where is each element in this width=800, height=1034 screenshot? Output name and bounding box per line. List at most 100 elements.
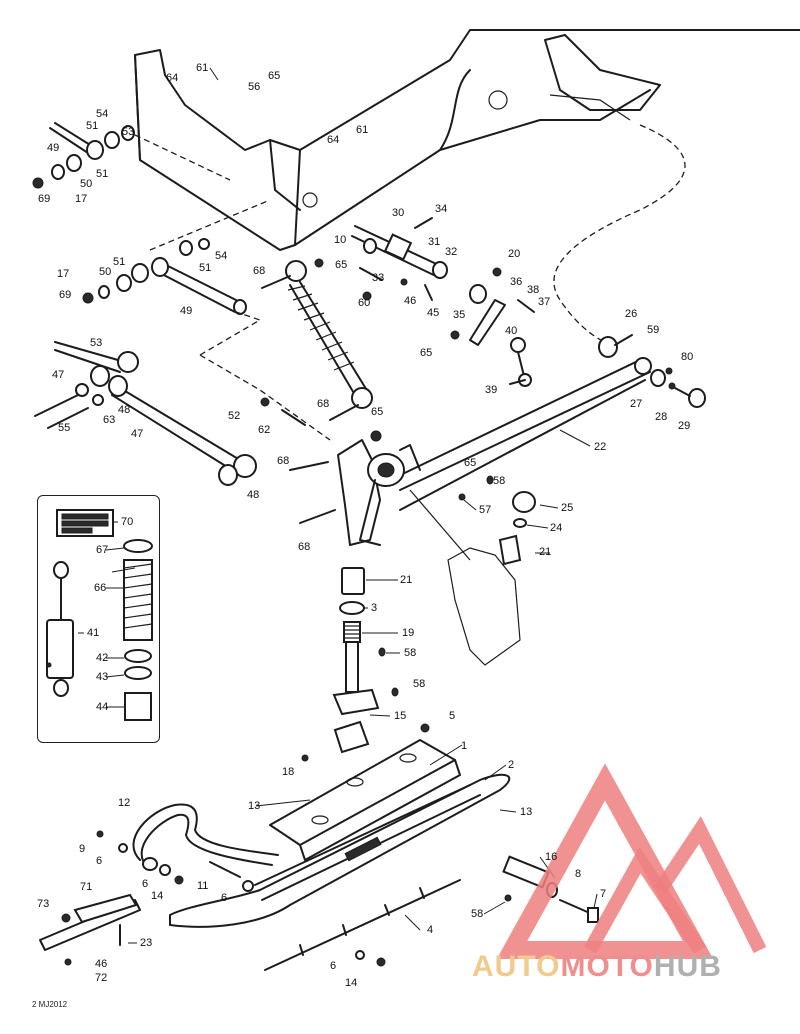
callout-58: 58 xyxy=(413,678,426,690)
callout-61: 61 xyxy=(356,124,369,136)
callout-52: 52 xyxy=(228,410,241,422)
shock-absorber xyxy=(260,258,382,442)
chassis-frame xyxy=(134,29,800,346)
callout-58: 58 xyxy=(471,908,484,920)
callout-68: 68 xyxy=(277,455,290,467)
callout-17: 17 xyxy=(57,268,70,280)
callout-21: 21 xyxy=(539,546,552,558)
callout-leader-lines xyxy=(78,67,598,944)
callout-71: 71 xyxy=(80,881,93,893)
callout-14: 14 xyxy=(151,890,164,902)
callout-36: 36 xyxy=(510,276,523,288)
callout-8: 8 xyxy=(575,868,582,880)
callout-3: 3 xyxy=(371,602,378,614)
callout-2: 2 xyxy=(508,759,515,771)
callout-24: 24 xyxy=(550,522,563,534)
shock-kit-inset-drawing xyxy=(46,509,153,721)
callout-15: 15 xyxy=(394,710,407,722)
callout-32: 32 xyxy=(445,246,458,258)
callout-49: 49 xyxy=(47,142,60,154)
ski-leg xyxy=(269,723,461,861)
callout-27: 27 xyxy=(630,398,643,410)
callout-54: 54 xyxy=(96,108,109,120)
callout-65: 65 xyxy=(335,259,348,271)
callout-14: 14 xyxy=(345,977,358,989)
drawing-reference-code: 2 MJ2012 xyxy=(32,1000,68,1009)
callout-80: 80 xyxy=(681,351,694,363)
callout-62: 62 xyxy=(258,424,271,436)
callout-57: 57 xyxy=(479,504,492,516)
callout-49: 49 xyxy=(180,305,193,317)
callout-51: 51 xyxy=(113,256,126,268)
callout-51: 51 xyxy=(199,262,212,274)
callout-29: 29 xyxy=(678,420,691,432)
callout-17: 17 xyxy=(75,193,88,205)
callout-9: 9 xyxy=(79,843,86,855)
callout-6: 6 xyxy=(142,878,149,890)
spindle xyxy=(332,567,399,754)
callout-73: 73 xyxy=(37,898,50,910)
callout-16: 16 xyxy=(545,851,558,863)
callout-20: 20 xyxy=(508,248,521,260)
callout-68: 68 xyxy=(253,265,266,277)
callout-6: 6 xyxy=(96,855,103,867)
callout-34: 34 xyxy=(435,203,448,215)
callout-38: 38 xyxy=(527,284,540,296)
callout-33: 33 xyxy=(372,272,385,284)
callout-40: 40 xyxy=(505,325,518,337)
callout-47: 47 xyxy=(131,428,144,440)
automotohub-watermark-text: AUTOMOTOHUB xyxy=(472,950,722,984)
callout-1: 1 xyxy=(461,740,468,752)
sway-bar-link-assembly xyxy=(351,217,535,387)
callout-70: 70 xyxy=(121,516,134,528)
callout-50: 50 xyxy=(80,178,93,190)
callout-72: 72 xyxy=(95,972,108,984)
a-arm xyxy=(389,334,706,511)
shock-kit-inset-box xyxy=(37,495,160,743)
spindle-housing xyxy=(289,439,536,666)
callout-46: 46 xyxy=(95,958,108,970)
wear-bar xyxy=(39,893,141,966)
callout-50: 50 xyxy=(99,266,112,278)
callout-69: 69 xyxy=(38,193,51,205)
callout-45: 45 xyxy=(427,307,440,319)
callout-65: 65 xyxy=(420,347,433,359)
callout-42: 42 xyxy=(96,652,109,664)
ski xyxy=(169,773,511,971)
callout-37: 37 xyxy=(538,296,551,308)
upper-arm-shaft-assembly xyxy=(32,122,231,189)
callout-13: 13 xyxy=(248,800,261,812)
callout-35: 35 xyxy=(453,309,466,321)
callout-5: 5 xyxy=(449,710,456,722)
callout-53: 53 xyxy=(90,337,103,349)
callout-61: 61 xyxy=(196,62,209,74)
automotohub-logo-mark xyxy=(496,763,767,959)
callout-66: 66 xyxy=(94,582,107,594)
callout-22: 22 xyxy=(594,441,607,453)
callout-23: 23 xyxy=(140,937,153,949)
callout-21: 21 xyxy=(400,574,413,586)
callout-39: 39 xyxy=(485,384,498,396)
callout-46: 46 xyxy=(404,295,417,307)
callout-30: 30 xyxy=(392,207,405,219)
callout-31: 31 xyxy=(428,236,441,248)
lower-shaft-assembly xyxy=(82,199,271,315)
callout-18: 18 xyxy=(282,766,295,778)
watermark-moto: MOTO xyxy=(560,950,654,983)
callout-6: 6 xyxy=(330,960,337,972)
callout-58: 58 xyxy=(493,475,506,487)
callout-11: 11 xyxy=(197,880,209,892)
callout-60: 60 xyxy=(358,297,371,309)
callout-67: 67 xyxy=(96,544,109,556)
callout-43: 43 xyxy=(96,671,109,683)
callout-65: 65 xyxy=(268,70,281,82)
callout-25: 25 xyxy=(561,502,574,514)
callout-13: 13 xyxy=(520,806,533,818)
watermark-auto: AUTO xyxy=(472,950,561,983)
callout-7: 7 xyxy=(600,888,607,900)
callout-26: 26 xyxy=(625,308,638,320)
callout-19: 19 xyxy=(402,627,415,639)
callout-51: 51 xyxy=(86,120,99,132)
callout-4: 4 xyxy=(427,924,434,936)
